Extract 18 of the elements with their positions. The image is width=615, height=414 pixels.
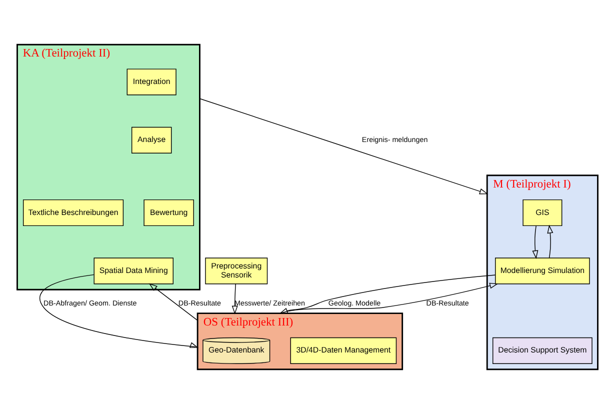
arrow — [279, 274, 496, 314]
arrow — [148, 283, 198, 321]
node-box: Bewertung — [144, 199, 194, 226]
arrow — [199, 98, 488, 194]
node-box: Textliche Beschreibungen — [22, 199, 124, 226]
node-box: Modellierung Simulation — [495, 258, 590, 284]
node-box: Decision Support System — [492, 337, 592, 364]
node-box: GIS — [522, 199, 562, 226]
node-box: Preprocessing Sensorik — [205, 258, 268, 284]
arrow — [532, 225, 538, 260]
arrow — [232, 284, 238, 314]
node-box: Integration — [126, 68, 176, 96]
node-box: Analyse — [131, 126, 172, 154]
node-box: Spatial Data Mining — [94, 258, 174, 284]
arrow — [280, 282, 498, 314]
arrow — [39, 274, 199, 348]
node-box: 3D/4D-Daten Management — [290, 337, 397, 364]
arrow — [547, 224, 554, 258]
